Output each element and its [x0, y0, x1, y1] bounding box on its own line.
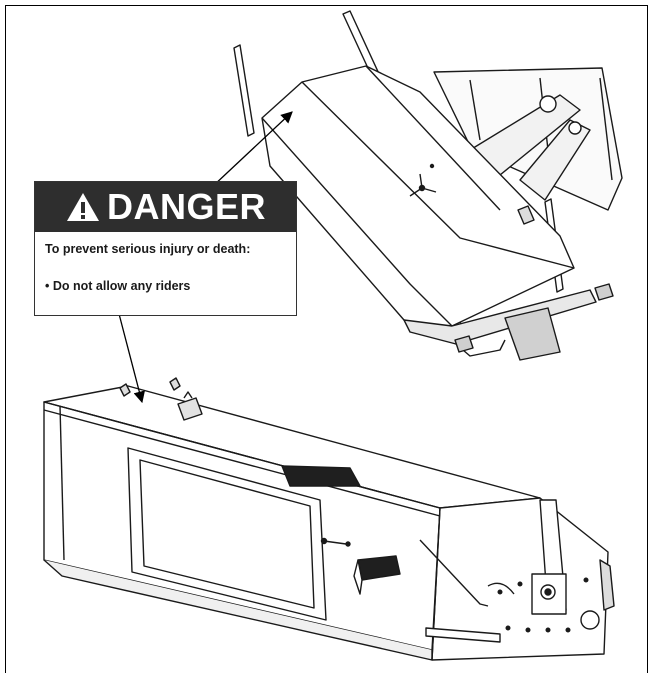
signal-word: DANGER [106, 186, 266, 227]
lower-sweeper-drawing [43, 377, 615, 661]
decal-instruction: To prevent serious injury or death: [45, 242, 251, 256]
leader-arrow-bottom [117, 309, 146, 404]
decal-header: DANGER [35, 182, 296, 232]
upper-sweeper-drawing [233, 10, 623, 361]
leader-arrow-top [211, 111, 293, 188]
page-frame [5, 5, 648, 673]
danger-decal: DANGER To prevent serious injury or deat… [34, 181, 297, 316]
warning-triangle-icon [66, 193, 99, 221]
decal-rule: • Do not allow any riders [45, 279, 191, 293]
